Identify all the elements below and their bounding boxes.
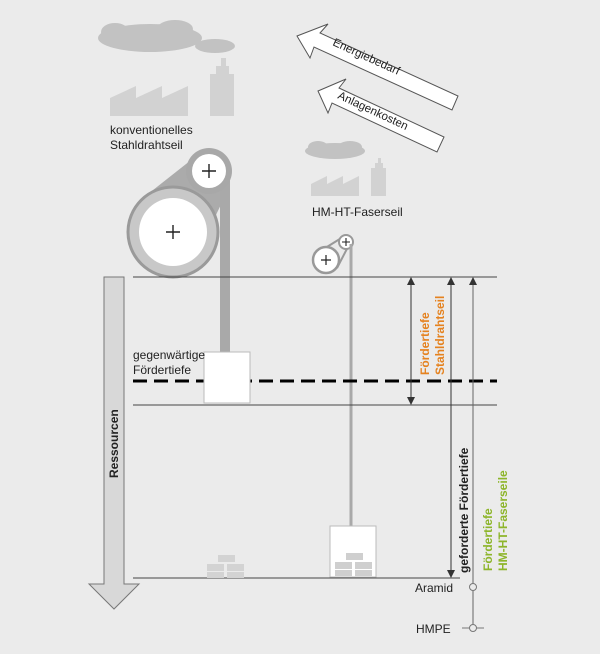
fiber-pulley-system <box>311 234 354 527</box>
ore-blocks-ground <box>207 555 244 578</box>
steel-skip <box>203 351 251 404</box>
resources-label: Ressourcen <box>107 409 121 478</box>
small-factory-icon <box>311 158 386 196</box>
fiber-skip <box>329 525 377 578</box>
conventional-rope-label-line2: Stahldrahtseil <box>110 138 183 152</box>
resources-arrow: Ressourcen <box>87 276 141 610</box>
required-depth-label: geforderte Fördertiefe <box>457 447 471 573</box>
fiber-depth-label-line2: HM-HT-Faserseile <box>496 470 510 571</box>
hmpe-marker <box>469 624 477 632</box>
fiber-depth-label-line1: Fördertiefe <box>481 508 495 571</box>
small-cloud-icon <box>305 141 365 159</box>
ore-blocks-in-skip <box>335 553 372 576</box>
steel-rope <box>220 170 230 352</box>
steel-depth-label-line1: Fördertiefe <box>418 312 432 375</box>
steel-pulley-system <box>126 148 232 352</box>
conventional-rope-label-line1: konventionelles <box>110 123 193 137</box>
fiber-rope-label: HM-HT-Faserseil <box>312 205 403 219</box>
large-cloud-icon <box>98 20 235 53</box>
plant-costs-label: Anlagenkosten <box>336 90 410 133</box>
aramid-label: Aramid <box>415 581 453 595</box>
current-depth-label-line2: Fördertiefe <box>133 363 191 377</box>
aramid-marker <box>469 583 477 591</box>
current-depth-label-line1: gegenwärtige <box>133 348 205 362</box>
hmpe-label: HMPE <box>416 622 451 636</box>
steel-depth-label-line2: Stahldrahtseil <box>433 296 447 375</box>
large-factory-icon <box>110 58 234 116</box>
